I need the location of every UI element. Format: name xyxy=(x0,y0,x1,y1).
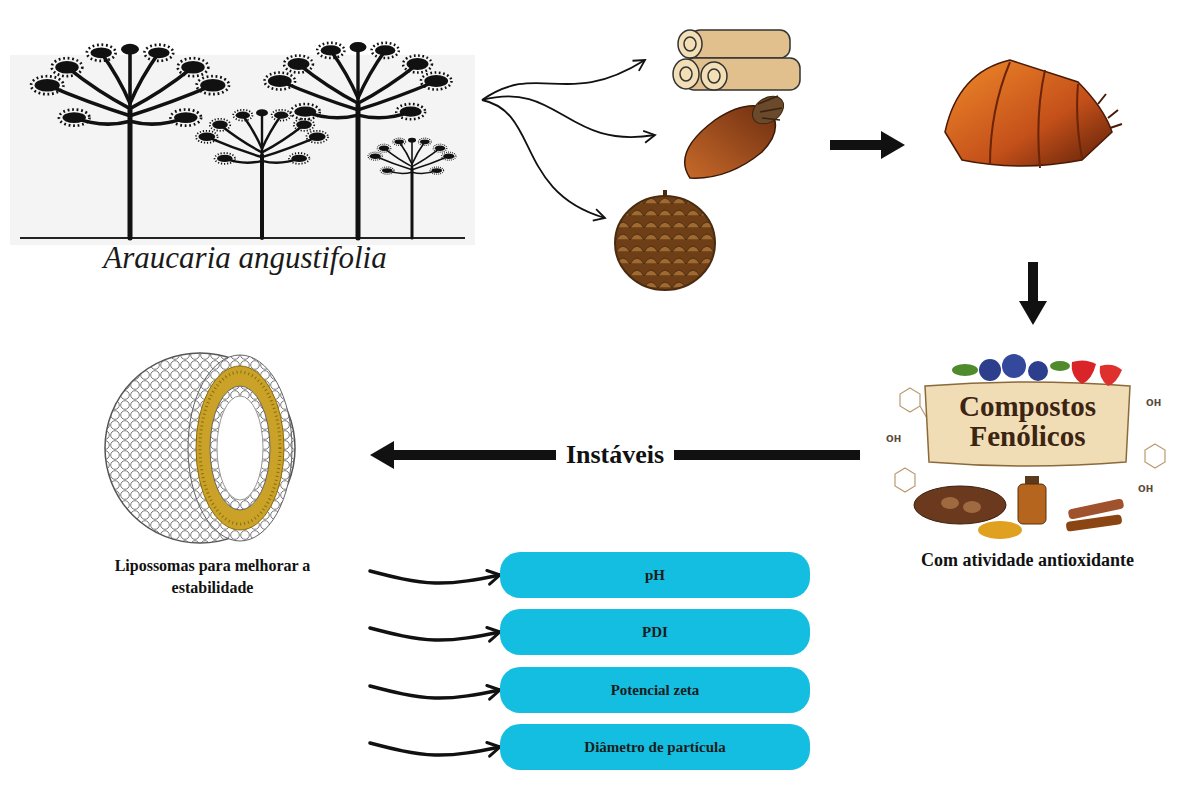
phenolic-illustration xyxy=(1066,514,1123,532)
tree-scene xyxy=(128,110,133,238)
liposome-illustration xyxy=(200,372,280,524)
wood-logs xyxy=(708,69,720,83)
phenolic-illustration xyxy=(1002,354,1026,378)
parameter-box: PDI xyxy=(500,609,810,655)
tree-scene xyxy=(130,105,412,238)
tree-scene xyxy=(20,237,465,239)
tree-scene xyxy=(260,155,264,238)
curved-arrow xyxy=(370,686,500,698)
box-label: pH xyxy=(645,567,665,584)
branch-arrows xyxy=(482,60,645,100)
liposome-illustration xyxy=(196,366,284,530)
phenolic-illustration xyxy=(963,501,981,513)
tree-scene xyxy=(265,42,452,119)
phenolic-illustration xyxy=(952,364,978,376)
pinhao-seed xyxy=(747,90,789,129)
tree-scene xyxy=(356,105,361,238)
wood-logs xyxy=(684,58,800,90)
chemical-group-label: OH xyxy=(1138,484,1153,494)
wood-logs xyxy=(678,30,702,58)
phenolic-illustration xyxy=(895,354,1165,539)
wood-logs xyxy=(673,30,800,90)
curved-arrow xyxy=(370,571,500,583)
curved-arrow xyxy=(370,743,500,755)
curved-arrow xyxy=(370,628,500,640)
phenolic-illustration xyxy=(1018,484,1046,524)
process-arrows xyxy=(830,145,1033,301)
phenolic-illustration xyxy=(979,359,1001,381)
branch-arrows xyxy=(482,60,655,218)
pine-cone xyxy=(615,190,715,290)
panel-caption: Com atividade antioxidante xyxy=(921,550,1134,571)
seed-coat xyxy=(1098,94,1122,128)
branch-arrows xyxy=(482,96,655,137)
chemical-group-label: OH xyxy=(886,434,901,444)
pine-cone xyxy=(615,196,715,290)
phenolic-illustration xyxy=(914,486,1006,524)
pinhao-seed xyxy=(758,96,782,120)
process-arrows xyxy=(830,140,881,150)
phenolic-illustration xyxy=(941,497,959,509)
liposome-illustration xyxy=(105,353,295,543)
tree-scene xyxy=(411,168,414,238)
wood-logs xyxy=(684,37,696,51)
phenolic-illustration xyxy=(895,468,915,492)
liposome-illustration xyxy=(217,396,263,500)
seed-coat xyxy=(990,62,1082,168)
species-panel: Araucaria angustifolia xyxy=(10,40,480,290)
seed-coat xyxy=(945,60,1122,168)
tree-scene xyxy=(10,42,475,245)
edge-label: Instáveis xyxy=(556,438,674,472)
wood-logs xyxy=(690,30,790,58)
branch-arrows xyxy=(482,100,605,218)
phenolic-illustration xyxy=(1072,360,1096,384)
liposome-illustration xyxy=(210,386,270,510)
species-name: Araucaria angustifolia xyxy=(103,240,386,276)
box-label: PDI xyxy=(642,624,668,641)
phenolic-illustration xyxy=(1025,476,1039,484)
liposome-panel: Lipossomas para melhorar a estabilidade xyxy=(55,340,370,770)
phenolic-panel: Compostos FenólicosCom atividade antioxi… xyxy=(860,345,1195,577)
panel-title: Compostos Fenólicos xyxy=(928,391,1128,452)
phenolic-illustration xyxy=(1050,361,1070,371)
phenolic-illustration xyxy=(900,388,920,412)
tree-scene xyxy=(10,55,475,245)
phenolic-illustration xyxy=(978,521,1022,539)
tree-scene xyxy=(368,138,456,174)
chemical-group-label: OH xyxy=(1146,398,1161,408)
pinhao-seed xyxy=(685,90,789,178)
box-label: Diâmetro de partícula xyxy=(584,739,725,756)
phenolic-illustration xyxy=(925,382,1130,466)
wood-logs xyxy=(701,62,727,90)
parameter-box: Diâmetro de partícula xyxy=(500,724,810,770)
liposome-illustration xyxy=(105,353,295,543)
wood-logs xyxy=(673,59,699,89)
phenolic-illustration xyxy=(1028,361,1048,381)
tree-scene xyxy=(196,109,328,164)
phenolic-illustration xyxy=(1100,365,1122,386)
tree-scene xyxy=(31,44,229,126)
panel-caption: Lipossomas para melhorar a estabilidade xyxy=(73,555,353,598)
parameter-box: pH xyxy=(500,552,810,598)
liposome-illustration xyxy=(188,355,292,541)
phenolic-illustration xyxy=(1145,444,1165,468)
seed-coat xyxy=(945,60,1112,166)
process-arrows xyxy=(1028,262,1038,301)
box-label: Potencial zeta xyxy=(611,682,700,699)
parameter-box: Potencial zeta xyxy=(500,667,810,713)
wood-logs xyxy=(680,67,692,81)
